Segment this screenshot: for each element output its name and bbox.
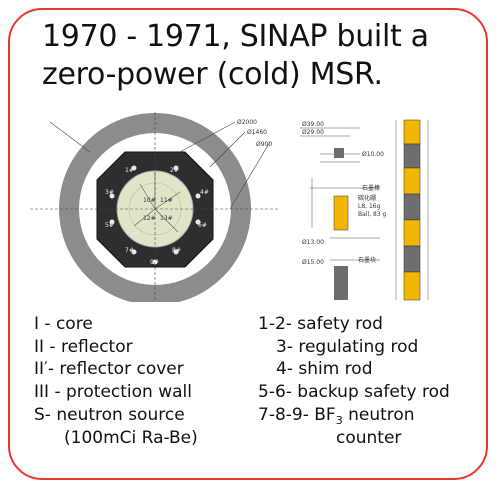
svg-text:Ball, 83 g: Ball, 83 g [358, 211, 386, 218]
legend-right-item: 5-6- backup safety rod [258, 382, 450, 403]
svg-text:4#: 4# [200, 189, 209, 196]
svg-text:L8, 16g: L8, 16g [358, 203, 381, 210]
svg-text:Ø10.00: Ø10.00 [362, 151, 384, 158]
svg-text:9#: 9# [150, 259, 159, 266]
svg-text:8#: 8# [172, 247, 181, 254]
legend-left-item: II - reflector [34, 336, 133, 357]
legend-right-item: counter [336, 427, 402, 448]
svg-text:Ø2000: Ø2000 [237, 119, 257, 126]
svg-text:Ø39.00: Ø39.00 [302, 121, 324, 128]
svg-text:1#: 1# [125, 167, 134, 174]
svg-text:13#: 13# [160, 215, 173, 222]
svg-text:Ø900: Ø900 [256, 141, 272, 148]
svg-text:7#: 7# [125, 247, 134, 254]
absorber-segment [333, 195, 349, 231]
legend-right-item: 1-2- safety rod [258, 314, 383, 334]
svg-text:5#: 5# [105, 222, 114, 229]
title-line-2: zero-power (cold) MSR. [42, 57, 383, 92]
svg-text:6#: 6# [198, 222, 207, 229]
control-rod-drawings-figure: Ø39.00 Ø29.00 Ø10.00 石墨棒 碳化硼 L8, 16g Bal… [300, 119, 429, 301]
legend-right-item: 3- regulating rod [276, 336, 419, 357]
legend-left-item: (100mCi Ra-Be) [64, 427, 198, 448]
svg-text:Ø29.00: Ø29.00 [302, 129, 324, 136]
svg-text:10#: 10# [143, 197, 156, 204]
svg-text:12#: 12# [143, 215, 156, 222]
legend-left: I - core II - reflector II′- reflector c… [34, 313, 198, 449]
legend-left-item: I - core [34, 314, 93, 334]
legend-left-item: II′- reflector cover [34, 359, 184, 380]
svg-text:石墨块: 石墨块 [358, 256, 376, 264]
legend-left-item: S- neutron source [34, 404, 185, 425]
svg-text:2#: 2# [170, 167, 179, 174]
slide-frame [8, 8, 488, 480]
legend-left-item: III - protection wall [34, 382, 193, 403]
tall-control-rod [403, 119, 421, 301]
svg-text:Ø1460: Ø1460 [247, 129, 267, 136]
slide-title: 1970 - 1971, SINAP built a zero-power (c… [42, 18, 482, 94]
graphite-segment [334, 266, 348, 300]
svg-text:碳化硼: 碳化硼 [358, 194, 376, 202]
title-line-1: 1970 - 1971, SINAP built a [42, 19, 429, 54]
reactor-cross-section-figure: Ø2000 Ø1460 Ø900 1#2# 3#4# 5#6# 7#8# 9# … [30, 112, 280, 302]
rod-cap-top [334, 148, 344, 158]
legend-right: 1-2- safety rod 3- regulating rod 4- shi… [258, 313, 450, 449]
svg-text:11#: 11# [160, 197, 173, 204]
legend-right-item: 7-8-9- BF3 neutron [258, 404, 415, 427]
svg-text:石墨棒: 石墨棒 [362, 184, 380, 192]
svg-text:Ø13.00: Ø13.00 [302, 239, 324, 246]
legend-right-item: 4- shim rod [276, 359, 373, 380]
svg-text:Ø15.00: Ø15.00 [302, 259, 324, 266]
svg-text:3#: 3# [105, 189, 114, 196]
